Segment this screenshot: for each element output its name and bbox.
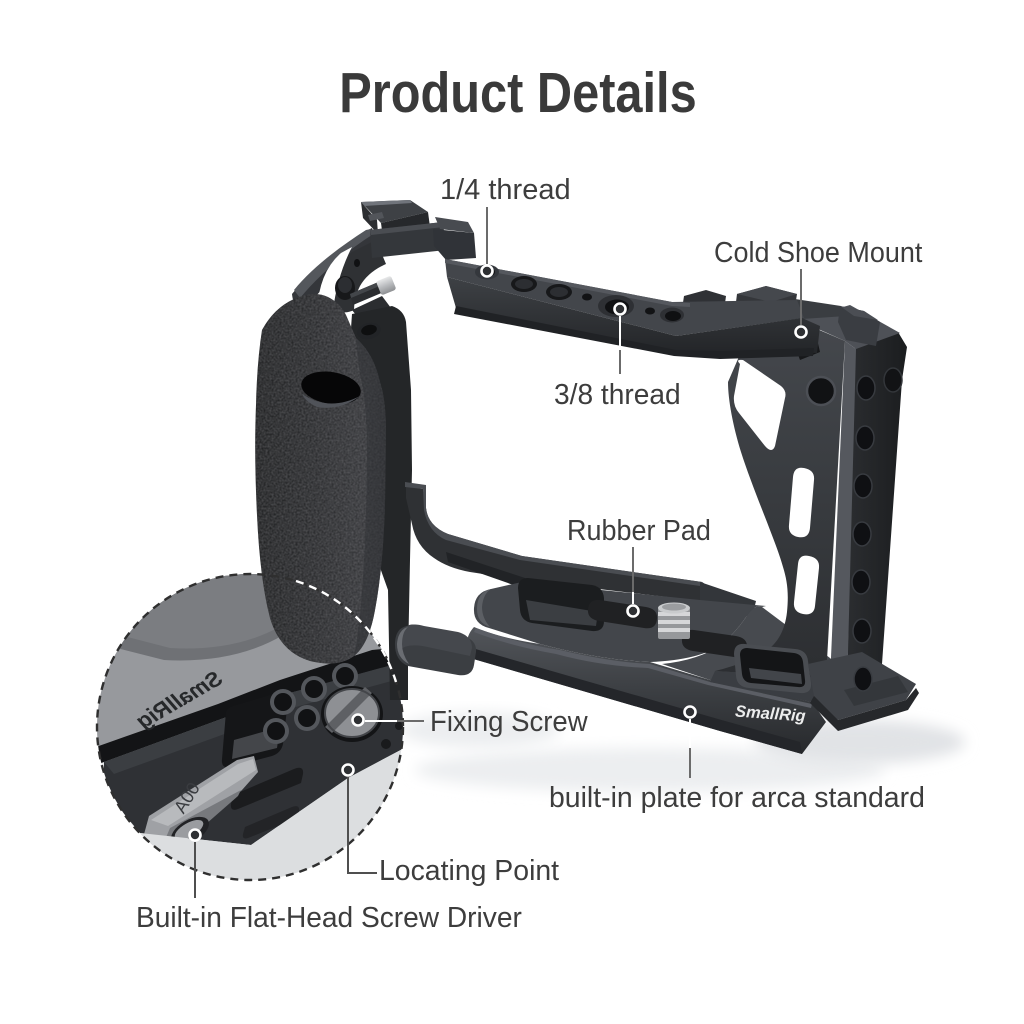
svg-text:Built-in Flat-Head Screw Drive: Built-in Flat-Head Screw Driver (136, 902, 522, 934)
svg-text:built-in plate for arca standa: built-in plate for arca standard (549, 782, 925, 814)
svg-text:Rubber Pad: Rubber Pad (567, 514, 711, 546)
svg-text:Product Details: Product Details (339, 61, 696, 124)
svg-text:SmallRig: SmallRig (735, 703, 807, 726)
svg-text:Cold Shoe Mount: Cold Shoe Mount (714, 236, 923, 268)
svg-text:1/4 thread: 1/4 thread (440, 174, 571, 206)
svg-text:3/8 thread: 3/8 thread (554, 379, 681, 411)
svg-text:Fixing Screw: Fixing Screw (430, 704, 588, 737)
svg-text:Locating Point: Locating Point (379, 855, 559, 887)
